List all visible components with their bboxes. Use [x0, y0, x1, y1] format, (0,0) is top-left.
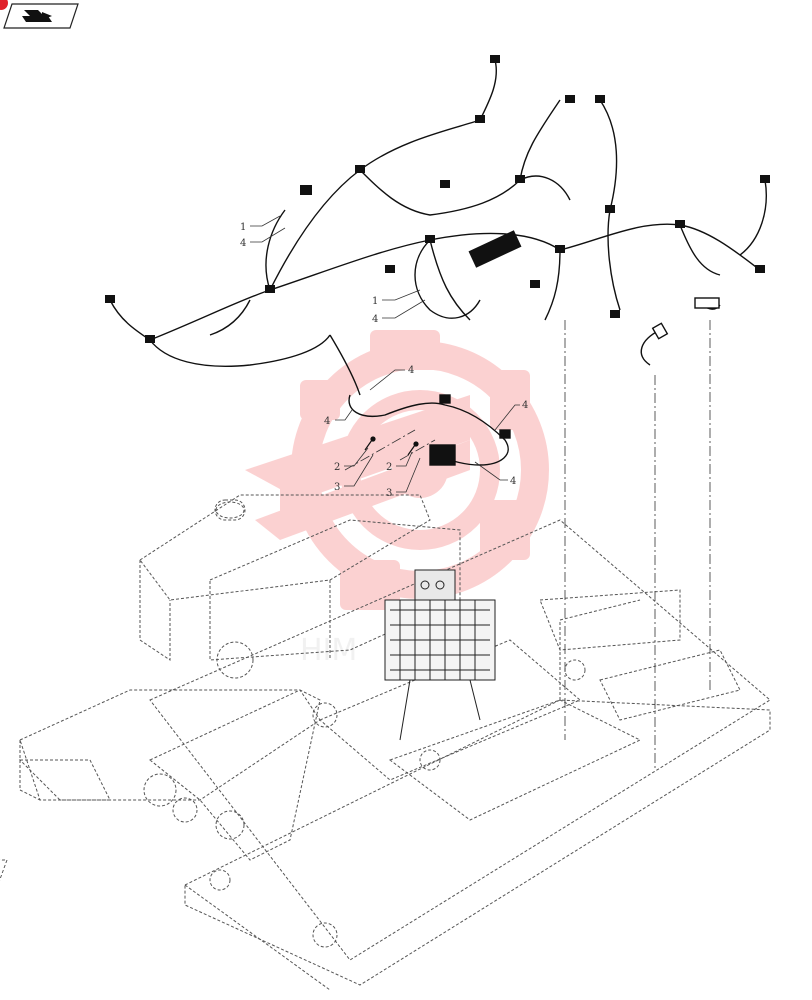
callout-label: 4: [510, 476, 516, 487]
control-valve-assembly: [384, 569, 496, 741]
callout-label: 2: [386, 462, 392, 473]
callout-label: 4: [240, 238, 246, 249]
aux-cables: [640, 297, 721, 366]
callout-label: 4: [372, 314, 378, 325]
callout-label: 3: [386, 488, 392, 499]
callout-label: 3: [334, 482, 340, 493]
assembly-leader-lines: [344, 320, 711, 770]
svg-text:HIM: HIM: [300, 633, 357, 668]
fasteners: [364, 436, 419, 456]
harness-connectors: [105, 55, 770, 343]
callout-leaders: [250, 215, 520, 493]
callout-label: 4: [408, 365, 414, 376]
callout-labels: 1 4 1 4 4 4 4 2 3 2 3 4: [240, 222, 528, 499]
callout-label: 4: [522, 400, 528, 411]
callout-label: 1: [240, 222, 246, 233]
callout-label: 2: [334, 462, 340, 473]
sub-harness: [348, 394, 511, 466]
back-to-index-icon: [22, 10, 52, 22]
active-indicator: [0, 0, 8, 10]
callout-label: 1: [372, 296, 378, 307]
back-to-index-button[interactable]: [0, 0, 80, 30]
callout-label: 4: [324, 416, 330, 427]
